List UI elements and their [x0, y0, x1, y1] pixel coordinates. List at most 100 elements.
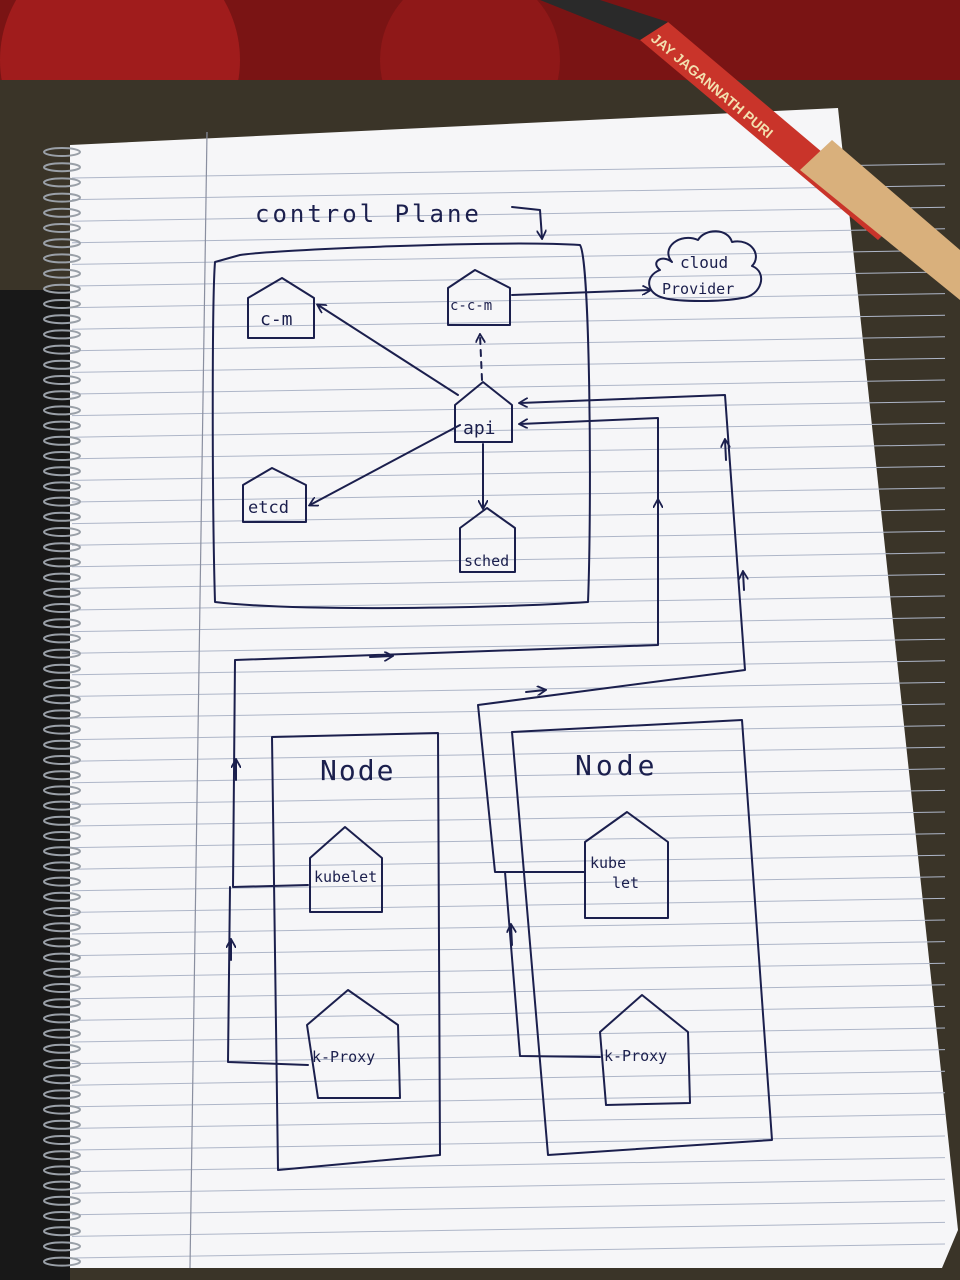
ruled-line [71, 1243, 946, 1259]
ruled-line [71, 768, 946, 784]
api-server-label: api [463, 418, 496, 439]
node-1-kubelet-shape [309, 826, 383, 913]
spiral-ring [43, 967, 81, 978]
spiral-ring [43, 1211, 81, 1221]
pen-cap [540, 0, 668, 40]
ruled-line [71, 984, 946, 1000]
cloud-controller-manager-shape [447, 269, 511, 326]
diagram: control Plane c-m c-c-m api etcd sched [211, 200, 773, 1171]
ruled-line [71, 1178, 946, 1194]
controller-manager: c-m [247, 277, 315, 339]
spiral-ring [43, 299, 81, 309]
ruled-line [71, 660, 946, 676]
ruled-line [71, 487, 946, 503]
node-1-kproxy: k-Proxy [306, 989, 401, 1099]
node-2-kproxy-shape [599, 994, 691, 1106]
notebook-cover-dark [0, 290, 70, 1280]
cloud-icon [648, 230, 763, 302]
spiral-ring [43, 755, 81, 765]
spiral-ring [43, 557, 81, 568]
paper-sheet [70, 108, 958, 1268]
spiral-ring [43, 253, 81, 264]
spiral-ring [43, 1150, 81, 1161]
ruled-line [71, 1070, 946, 1086]
spiral-ring [43, 1104, 81, 1115]
scheduler: sched [459, 507, 516, 573]
ruled-lines [71, 163, 946, 1259]
cloud-controller-manager: c-c-m [447, 269, 511, 326]
spiral-ring [43, 1256, 81, 1267]
ruled-line [71, 876, 946, 892]
arrow-node-2-up2 [725, 440, 726, 461]
spiral-ring [43, 572, 81, 583]
arrow-node-2-right [525, 690, 545, 692]
node-2-kubelet: kube let [584, 811, 669, 919]
etcd: etcd [242, 467, 307, 523]
node-2-kubelet-line2: let [612, 874, 639, 892]
controller-manager-shape [247, 277, 315, 339]
margin-line [189, 131, 208, 1269]
node-1-title: Node [320, 754, 395, 787]
spiral-ring [43, 542, 81, 553]
spiral-ring [43, 648, 81, 659]
scheduler-shape [459, 507, 516, 573]
arrow-ccm-to-cloud [511, 290, 650, 296]
spiral-ring [43, 998, 81, 1009]
node-2-kubelet-line1: kube [590, 854, 626, 872]
spiral-ring [43, 511, 81, 522]
spiral-ring [43, 1089, 81, 1100]
ruled-line [71, 1049, 946, 1065]
ruled-line [71, 314, 946, 330]
ruled-line [71, 941, 946, 957]
spiral-ring [43, 1074, 81, 1085]
spiral-ring [43, 739, 81, 750]
spiral-ring [43, 952, 81, 963]
spiral-ring [43, 907, 81, 917]
node-1-boundary [271, 732, 441, 1171]
node-2-kubelet-shape [584, 811, 669, 919]
ruled-line [71, 1200, 946, 1216]
scheduler-label: sched [464, 552, 509, 570]
spiral-ring [43, 709, 81, 720]
spiral-ring [43, 481, 81, 492]
spiral-ring [43, 1059, 81, 1069]
pen-barrel [800, 140, 960, 300]
cloud-provider-line1: cloud [680, 253, 728, 272]
spiral-ring [43, 770, 81, 781]
node-2-kubelet-link [477, 394, 746, 873]
ruled-line [71, 1221, 946, 1237]
spiral-ring [43, 1043, 81, 1054]
spiral-ring [43, 785, 81, 796]
spiral-ring [43, 329, 81, 340]
spiral-ring [43, 390, 81, 401]
node-1-kubelet-line1: kubelet [314, 868, 377, 886]
arrow-api-to-ccm [480, 335, 482, 381]
arrow-node-1-right [369, 656, 392, 657]
ruled-line [71, 1157, 946, 1173]
spiral-ring [43, 359, 81, 370]
spiral-ring [43, 207, 81, 218]
node-1-kproxy-label: k-Proxy [312, 1048, 375, 1066]
spiral-ring [43, 694, 81, 705]
ruled-line [71, 422, 946, 438]
spiral-ring [43, 937, 81, 948]
spiral-binding [43, 147, 81, 1267]
ruled-line [71, 444, 946, 460]
arrow-node-2-up [743, 572, 744, 591]
spiral-ring [43, 1226, 81, 1237]
etcd-shape [242, 467, 307, 523]
spiral-ring [43, 1135, 81, 1145]
node-2-title: Node [575, 749, 658, 782]
spiral-ring [43, 147, 81, 157]
spiral-ring [43, 162, 81, 173]
control-plane-title: control Plane [255, 200, 482, 228]
ruled-line [71, 573, 946, 589]
node-1-kproxy-shape [306, 989, 401, 1099]
spiral-ring [43, 1180, 81, 1191]
ruled-line [71, 509, 946, 525]
node-2-kproxy-label: k-Proxy [604, 1047, 667, 1065]
ruled-line [71, 854, 946, 870]
spiral-ring [43, 177, 81, 188]
ruled-line [71, 681, 946, 697]
